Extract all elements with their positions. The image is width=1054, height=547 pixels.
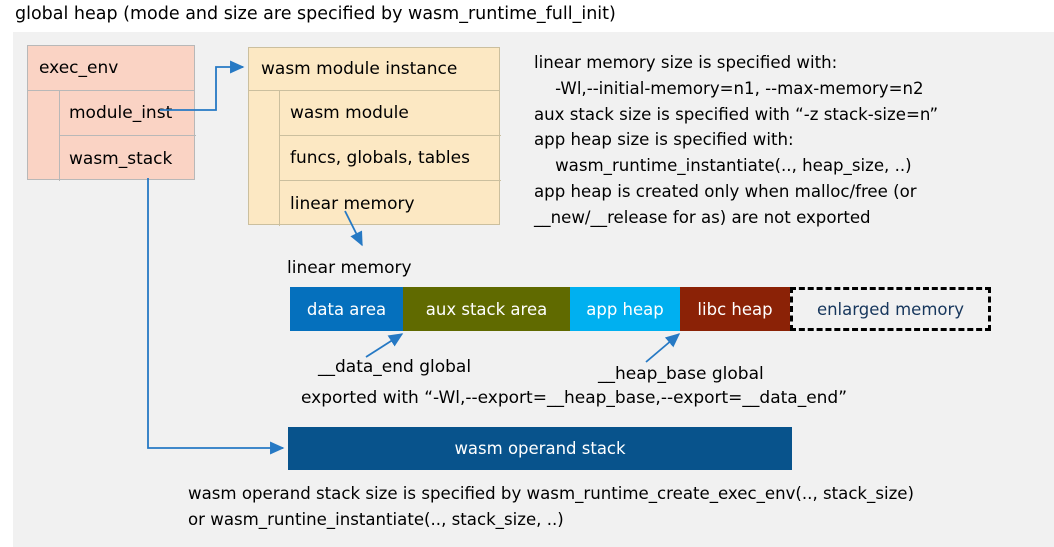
wasm-module-instance-header: wasm module instance (249, 48, 499, 91)
memory-segment-app-heap: app heap (570, 287, 680, 331)
wasm-module-instance-box: wasm module instance wasm module funcs, … (248, 47, 501, 226)
data-end-caption: __data_end global (318, 357, 472, 377)
exec-env-box: exec_env module_inst wasm_stack (27, 45, 196, 181)
funcs-globals-tables-row: funcs, globals, tables (279, 136, 501, 181)
memory-segment-libc-heap: libc heap (680, 287, 790, 331)
linear-memory-notes: linear memory size is specified with: -W… (534, 53, 939, 227)
operand-stack-notes: wasm operand stack size is specified by … (188, 484, 914, 529)
exec-env-row-wasm-stack: wasm_stack (59, 136, 196, 181)
memory-segment-enlarged-memory: enlarged memory (790, 287, 991, 331)
heap-base-caption: __heap_base global (598, 364, 764, 384)
linear-memory-row: linear memory (279, 181, 501, 226)
page-title: global heap (mode and size are specified… (15, 4, 616, 24)
memory-segment-data-area: data area (290, 287, 403, 331)
export-flags-caption: exported with “-Wl,--export=__heap_base,… (301, 388, 848, 408)
wasm-module-row: wasm module (279, 91, 501, 136)
exec-env-header: exec_env (28, 46, 194, 91)
exec-env-row-module-inst: module_inst (59, 91, 196, 136)
memory-segment-aux-stack-area: aux stack area (403, 287, 570, 331)
linear-memory-bar-label: linear memory (287, 258, 412, 278)
wasm-operand-stack-box: wasm operand stack (288, 427, 792, 470)
